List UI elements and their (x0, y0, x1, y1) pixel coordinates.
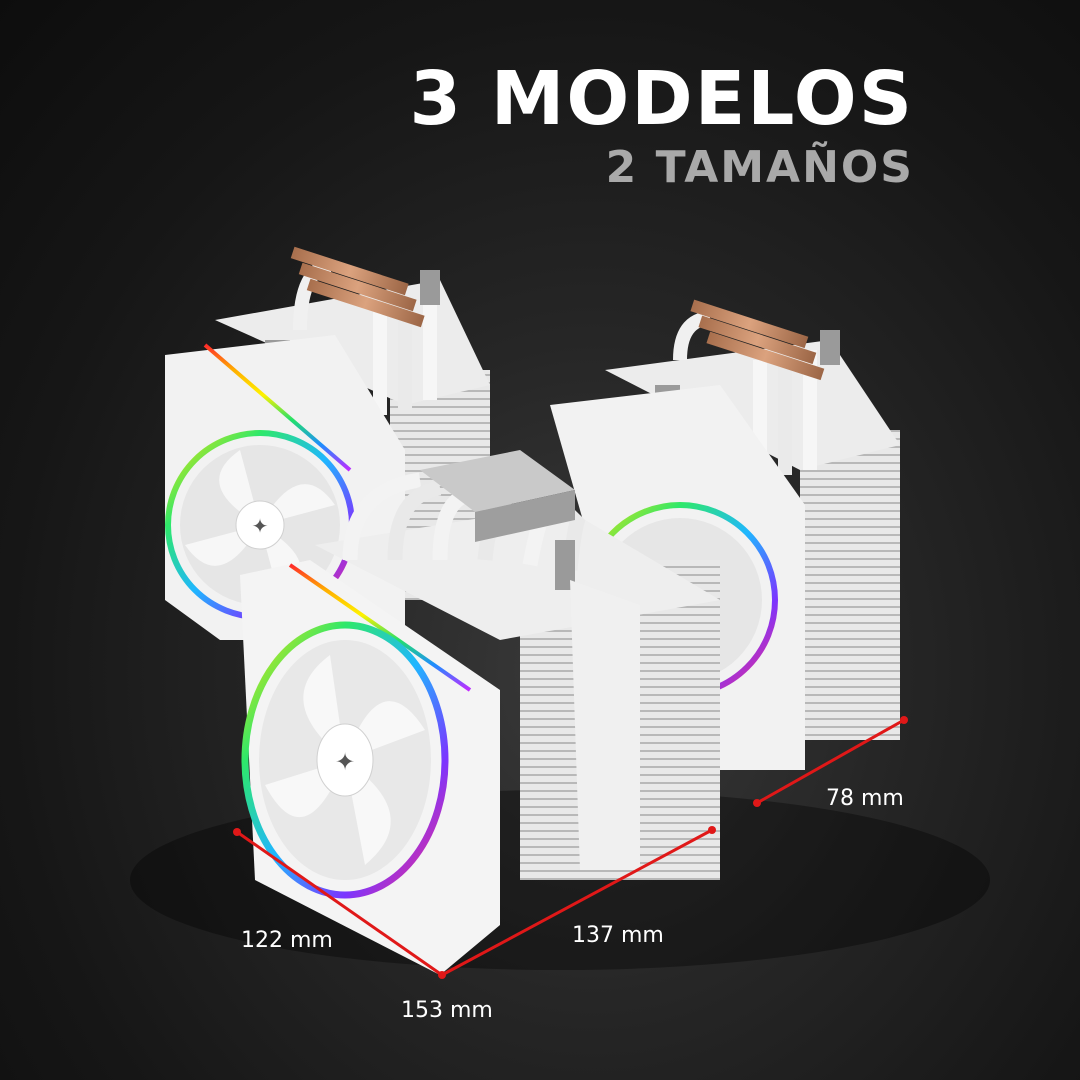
fan-hub (316, 723, 374, 797)
dimension-line-depth-small (756, 718, 905, 805)
rgb-strip (288, 563, 472, 692)
fan-frame (570, 580, 640, 870)
mounting-screw (420, 270, 440, 305)
rgb-ring (241, 621, 449, 899)
dimension-endpoint (753, 799, 761, 807)
rgb-strip (203, 343, 352, 472)
fan-hub (235, 500, 285, 550)
fan-logo-icon: ✦ (252, 514, 269, 538)
cooler-front: ✦ (240, 450, 720, 975)
mounting-screw (820, 330, 840, 365)
fan-logo-icon: ✦ (335, 748, 355, 776)
dimension-label-width-large: 137 mm (572, 923, 664, 948)
dimension-endpoint (438, 971, 446, 979)
dimension-endpoint (900, 716, 908, 724)
heatsink-top (215, 280, 490, 405)
copper-base (690, 299, 825, 381)
dimension-label-depth-small: 78 mm (826, 786, 904, 811)
dimension-lines (233, 716, 908, 979)
headline-title: 3 MODELOS (409, 56, 914, 142)
headline-subtitle: 2 TAMAÑOS (605, 142, 914, 193)
heatsink-top (605, 340, 900, 470)
dimension-label-depth-large: 122 mm (241, 928, 333, 953)
dimension-line-width (441, 828, 713, 977)
heatsink-fins (800, 430, 900, 740)
copper-base (290, 246, 425, 328)
cold-plate (475, 490, 575, 542)
dimension-line-depth-large (236, 830, 443, 977)
cold-plate (420, 450, 575, 512)
dimension-endpoint (708, 826, 716, 834)
mounting-screw (555, 540, 575, 590)
dimension-label-width-total: 153 mm (401, 998, 493, 1023)
dimension-endpoint (233, 828, 241, 836)
